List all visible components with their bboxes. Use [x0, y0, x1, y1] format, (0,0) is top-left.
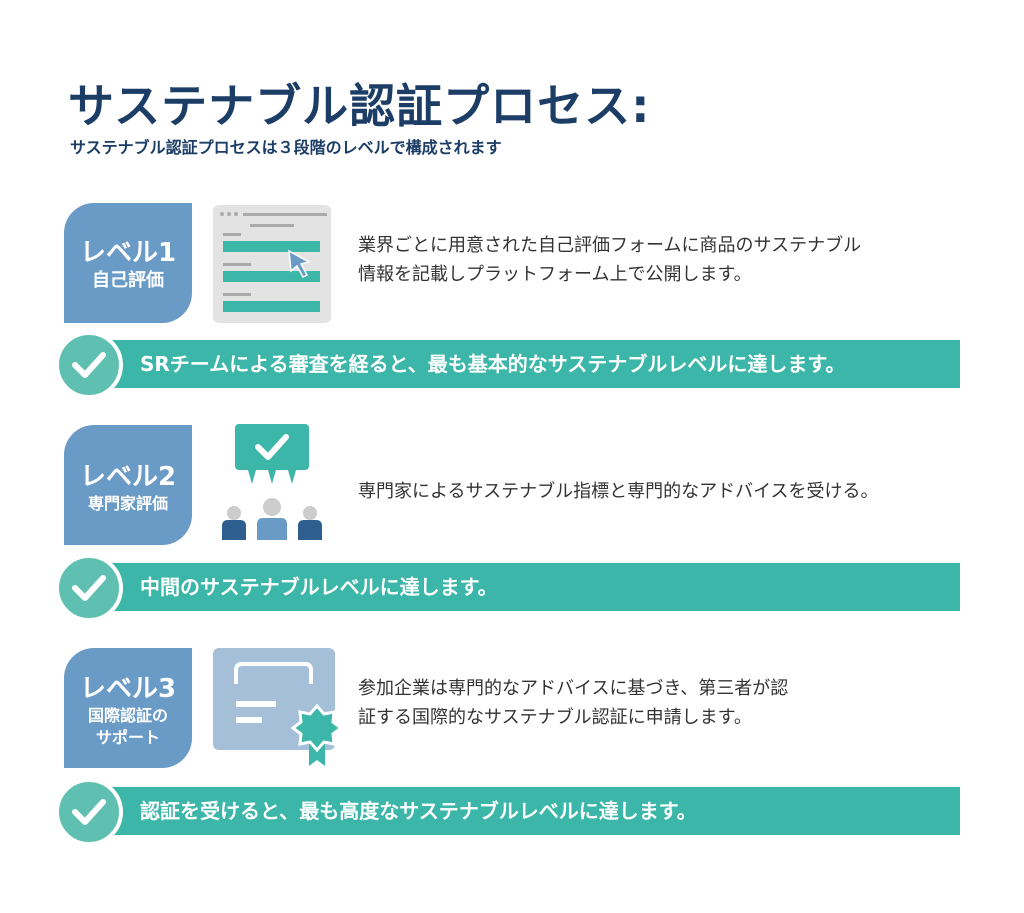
- level-2-description: 専門家によるサステナブル指標と専門的なアドバイスを受ける。: [358, 477, 879, 506]
- level-1-badge: レベル1 自己評価: [64, 203, 192, 323]
- level-1-result-banner: SRチームによる審査を経ると、最も基本的なサステナブルレベルに達します。: [110, 340, 960, 388]
- level-subtitle: 専門家評価: [87, 493, 168, 513]
- expert-group-icon: [222, 424, 322, 540]
- description-line: 情報を記載しプラットフォーム上で公開します。: [358, 264, 752, 285]
- level-2-result-banner: 中間のサステナブルレベルに達します。: [110, 563, 960, 611]
- level-name: レベル3: [79, 673, 177, 704]
- level-2-badge: レベル2 専門家評価: [64, 425, 192, 545]
- level-3-badge: レベル3 国際認証の サポート: [64, 648, 192, 768]
- level-1-description: 業界ごとに用意された自己評価フォームに商品のサステナブル 情報を記載しプラットフ…: [358, 231, 861, 289]
- page-title: サステナブル認証プロセス:: [68, 79, 651, 133]
- level-3-description: 参加企業は専門的なアドバイスに基づき、第三者が認 証する国際的なサステナブル認証…: [358, 674, 788, 732]
- level-subtitle: 国際認証の: [87, 705, 168, 725]
- certificate-icon: [213, 648, 343, 766]
- description-line: 参加企業は専門的なアドバイスに基づき、第三者が認: [358, 678, 789, 699]
- check-icon: [55, 778, 123, 846]
- check-icon: [55, 554, 123, 622]
- level-subtitle-2: サポート: [95, 727, 160, 747]
- level-subtitle: 自己評価: [92, 270, 164, 292]
- description-line: 証する国際的なサステナブル認証に申請します。: [358, 707, 752, 728]
- level-name: レベル2: [79, 461, 177, 492]
- level-3-result-banner: 認証を受けると、最も高度なサステナブルレベルに達します。: [110, 787, 960, 835]
- level-name: レベル1: [79, 238, 177, 269]
- description-line: 専門家によるサステナブル指標と専門的なアドバイスを受ける。: [358, 481, 879, 502]
- description-line: 業界ごとに用意された自己評価フォームに商品のサステナブル: [358, 235, 862, 256]
- page-subtitle: サステナブル認証プロセスは３段階のレベルで構成されます: [70, 138, 502, 157]
- check-icon: [55, 331, 123, 399]
- form-cursor-icon: [213, 205, 331, 323]
